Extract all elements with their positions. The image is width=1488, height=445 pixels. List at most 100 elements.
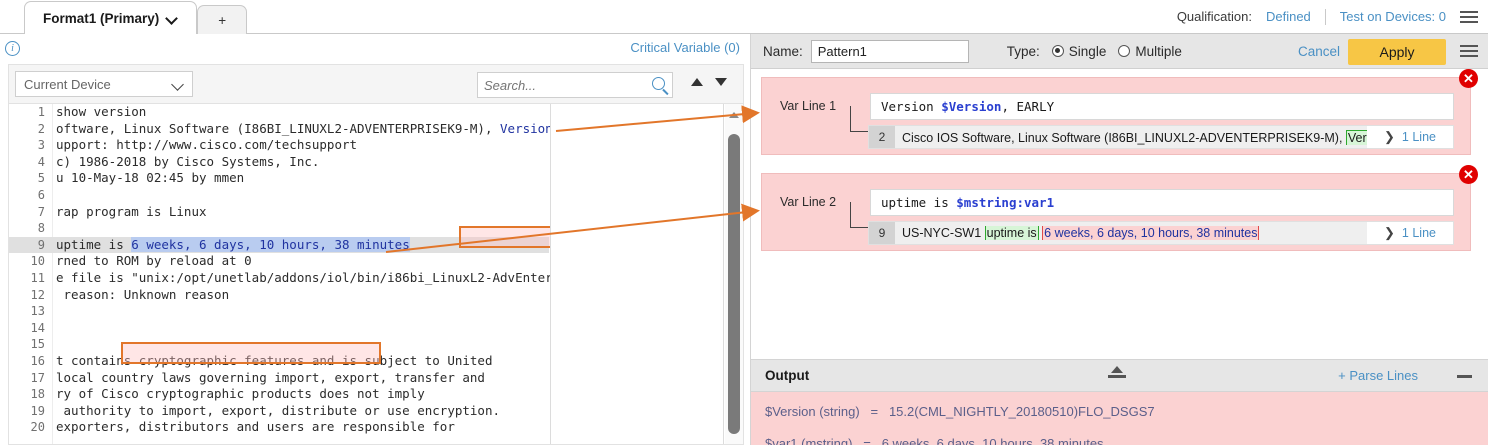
code-line-text: e file is "unix:/opt/unetlab/addons/iol/… (56, 269, 606, 285)
pattern-name-input[interactable]: Pattern1 (810, 39, 969, 63)
chevron-down-icon (171, 78, 184, 91)
gutter-divider (52, 104, 53, 444)
tab-strip: Format1 (Primary) + (24, 0, 248, 34)
search-input[interactable] (484, 77, 644, 93)
minimize-icon[interactable] (1457, 375, 1472, 378)
radio-single[interactable]: Single (1051, 44, 1106, 59)
match-prefix: Cisco IOS Software, Linux Software (I86B… (902, 130, 1346, 145)
pattern-expression-input[interactable]: Version $Version, EARLY (870, 93, 1454, 120)
match-green-highlight: uptime is (984, 226, 1039, 240)
radio-multiple[interactable]: Multiple (1118, 44, 1182, 59)
callout-column: Var Line 1 Var Line 2 (551, 104, 723, 444)
output-var-value: 15.2(CML_NIGHTLY_20180510)FLO_DSGS7 (888, 404, 1155, 419)
test-on-devices-link[interactable]: Test on Devices: 0 (1339, 9, 1446, 24)
output-title: Output (765, 368, 810, 383)
pattern-variable-token: $Version (941, 99, 1002, 114)
output-var-name: $Version (string) (765, 404, 860, 419)
name-label: Name: (763, 43, 803, 59)
pattern-var-label: Var Line 1 (780, 99, 837, 113)
code-line[interactable]: 11 e file is "unix:/opt/unetlab/addons/io… (9, 270, 606, 287)
pattern-variable-token: $mstring:var1 (956, 195, 1055, 210)
search-prev-button[interactable] (691, 78, 703, 86)
top-bar-right: Qualification: Defined Test on Devices: … (1177, 0, 1478, 33)
expand-lines-button[interactable]: ❯ 1 Line (1367, 126, 1453, 148)
code-line-text: t contains cryptographic features and is… (56, 352, 493, 368)
tab-label: Format1 (Primary) (43, 10, 160, 26)
pattern-match-row[interactable]: 2 Cisco IOS Software, Linux Software (I8… (868, 125, 1454, 149)
pattern-card: ✕ Var Line 1 Version $Version, EARLY 2 C… (761, 69, 1478, 155)
expand-lines-button[interactable]: ❯ 1 Line (1367, 222, 1453, 244)
hamburger-menu-icon[interactable] (1460, 9, 1478, 25)
line-number: 11 (30, 270, 45, 285)
scroll-up-icon[interactable] (729, 112, 739, 118)
line-number: 17 (30, 370, 45, 385)
hamburger-menu-icon[interactable] (1460, 43, 1478, 59)
code-line-text: uptime is 6 weeks, 6 days, 10 hours, 38 … (56, 236, 410, 252)
code-line-text: reason: Unknown reason (56, 286, 230, 302)
output-body: $Version (string) = 15.2(CML_NIGHTLY_201… (751, 392, 1488, 445)
line-number: 9 (37, 237, 45, 252)
device-select[interactable]: Current Device (15, 71, 193, 97)
pattern-list: ✕ Var Line 1 Version $Version, EARLY 2 C… (751, 69, 1488, 445)
code-line-text: u 10-May-18 02:45 by mmen (56, 170, 245, 186)
close-circle-icon[interactable]: ✕ (1459, 165, 1478, 184)
top-bar: Format1 (Primary) + Qualification: Defin… (0, 0, 1488, 34)
connector-elbow (850, 106, 868, 132)
left-pane: i Critical Variable (0) Current Device 1… (0, 34, 750, 445)
gutter (9, 104, 52, 444)
line-number: 6 (37, 187, 45, 202)
code-line[interactable]: 13 (9, 303, 549, 320)
radio-single-dot[interactable] (1051, 45, 1064, 57)
chevron-down-icon[interactable] (167, 13, 178, 24)
pattern-expression-input[interactable]: uptime is $mstring:var1 (870, 189, 1454, 216)
code-line-text: upport: http://www.cisco.com/techsupport (56, 137, 358, 153)
chevron-right-icon: ❯ (1384, 225, 1395, 240)
code-line-text: c) 1986-2018 by Cisco Systems, Inc. (56, 153, 320, 169)
code-line-text: rap program is Linux (56, 203, 207, 219)
code-line[interactable]: 12 reason: Unknown reason (9, 287, 549, 304)
tab-format1[interactable]: Format1 (Primary) (24, 1, 198, 34)
qualification-value[interactable]: Defined (1265, 9, 1311, 24)
code-line[interactable]: 19 authority to import, export, distribu… (9, 403, 549, 420)
search-next-button[interactable] (715, 78, 727, 86)
search-box[interactable] (477, 72, 673, 98)
pattern-match-row[interactable]: 9 US-NYC-SW1 uptime is 6 weeks, 6 days, … (868, 221, 1454, 245)
editor-vertical-scrollbar[interactable] (725, 104, 743, 444)
radio-multiple-dot[interactable] (1118, 45, 1131, 57)
code-line[interactable]: 9 uptime is 6 weeks, 6 days, 10 hours, 38… (9, 236, 549, 254)
pattern-prefix: Version (881, 99, 942, 114)
info-icon[interactable]: i (5, 41, 20, 56)
collapse-icon[interactable] (1106, 364, 1128, 382)
close-circle-icon[interactable]: ✕ (1459, 69, 1478, 88)
apply-button[interactable]: Apply (1348, 39, 1446, 65)
pattern-toolbar: Name: Pattern1 Type: Single Multiple Can… (751, 34, 1488, 69)
critical-variable-link[interactable]: Critical Variable (0) (630, 40, 740, 55)
code-line[interactable]: 15 (9, 336, 549, 353)
pattern-card: ✕ Var Line 2 uptime is $mstring:var1 9 U… (761, 165, 1478, 251)
match-red-highlight: 6 weeks, 6 days, 10 hours, 38 minutes (1042, 226, 1260, 240)
output-row: $Version (string) = 15.2(CML_NIGHTLY_201… (765, 404, 1155, 419)
parse-lines-button[interactable]: + Parse Lines (1338, 368, 1418, 383)
cancel-button[interactable]: Cancel (1297, 43, 1340, 59)
code-line[interactable]: 6 (9, 187, 549, 204)
code-line[interactable]: 14 (9, 320, 549, 337)
add-tab-button[interactable]: + (197, 5, 248, 34)
scrollbar-thumb[interactable] (728, 134, 740, 434)
line-number: 1 (37, 105, 45, 119)
search-icon[interactable] (652, 77, 665, 90)
code-line[interactable]: 8 (9, 220, 549, 237)
